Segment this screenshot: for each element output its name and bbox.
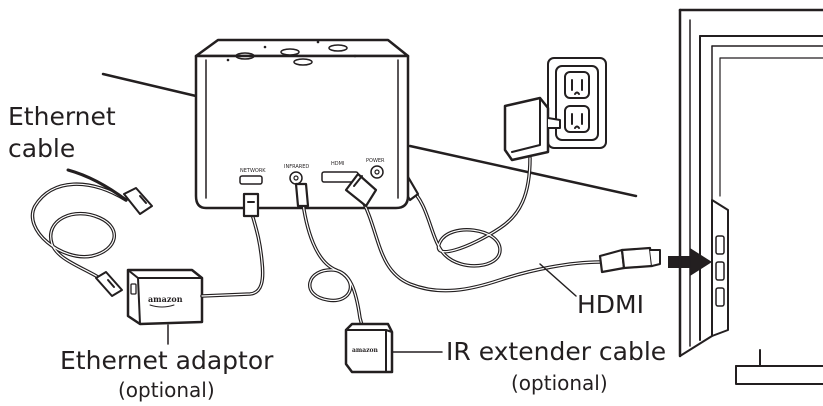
power-cable [408, 156, 532, 268]
port-label-power: POWER [366, 158, 385, 164]
label-hdmi: HDMI [577, 290, 644, 319]
power-adapter [503, 96, 561, 162]
micro-usb-plug [242, 192, 260, 218]
leader-lines [167, 263, 577, 353]
room-lines [101, 72, 638, 198]
label-ir-extender: IR extender cable [446, 337, 667, 366]
port-label-network: NETWORK [240, 168, 266, 174]
label-ethernet-adaptor-optional: (optional) [118, 378, 215, 402]
ir-extender-cable [300, 194, 368, 342]
adaptor-cable [200, 212, 265, 298]
label-ethernet-cable-line1: Ethernet [8, 102, 116, 131]
adaptor-brand-logo: amazon [148, 294, 183, 304]
label-ir-extender-optional: (optional) [511, 371, 608, 395]
ir-extender-box [344, 322, 394, 374]
hdmi-plug-device [344, 172, 378, 208]
wall-outlet [547, 57, 607, 149]
tv [678, 8, 823, 385]
fire-tv-cube [194, 38, 410, 210]
port-label-hdmi: HDMI [331, 161, 344, 167]
ir-extender-brand-logo: amazon [352, 347, 379, 354]
ir-plug [294, 182, 310, 208]
ethernet-cable [30, 168, 153, 297]
port-label-infrared: INFRARED [284, 164, 309, 170]
label-ethernet-adaptor: Ethernet adaptor [60, 346, 274, 375]
hdmi-cable [358, 194, 602, 293]
hdmi-plug-tv [598, 246, 661, 274]
label-ethernet-cable-line2: cable [8, 134, 76, 163]
ethernet-adaptor [126, 268, 204, 326]
